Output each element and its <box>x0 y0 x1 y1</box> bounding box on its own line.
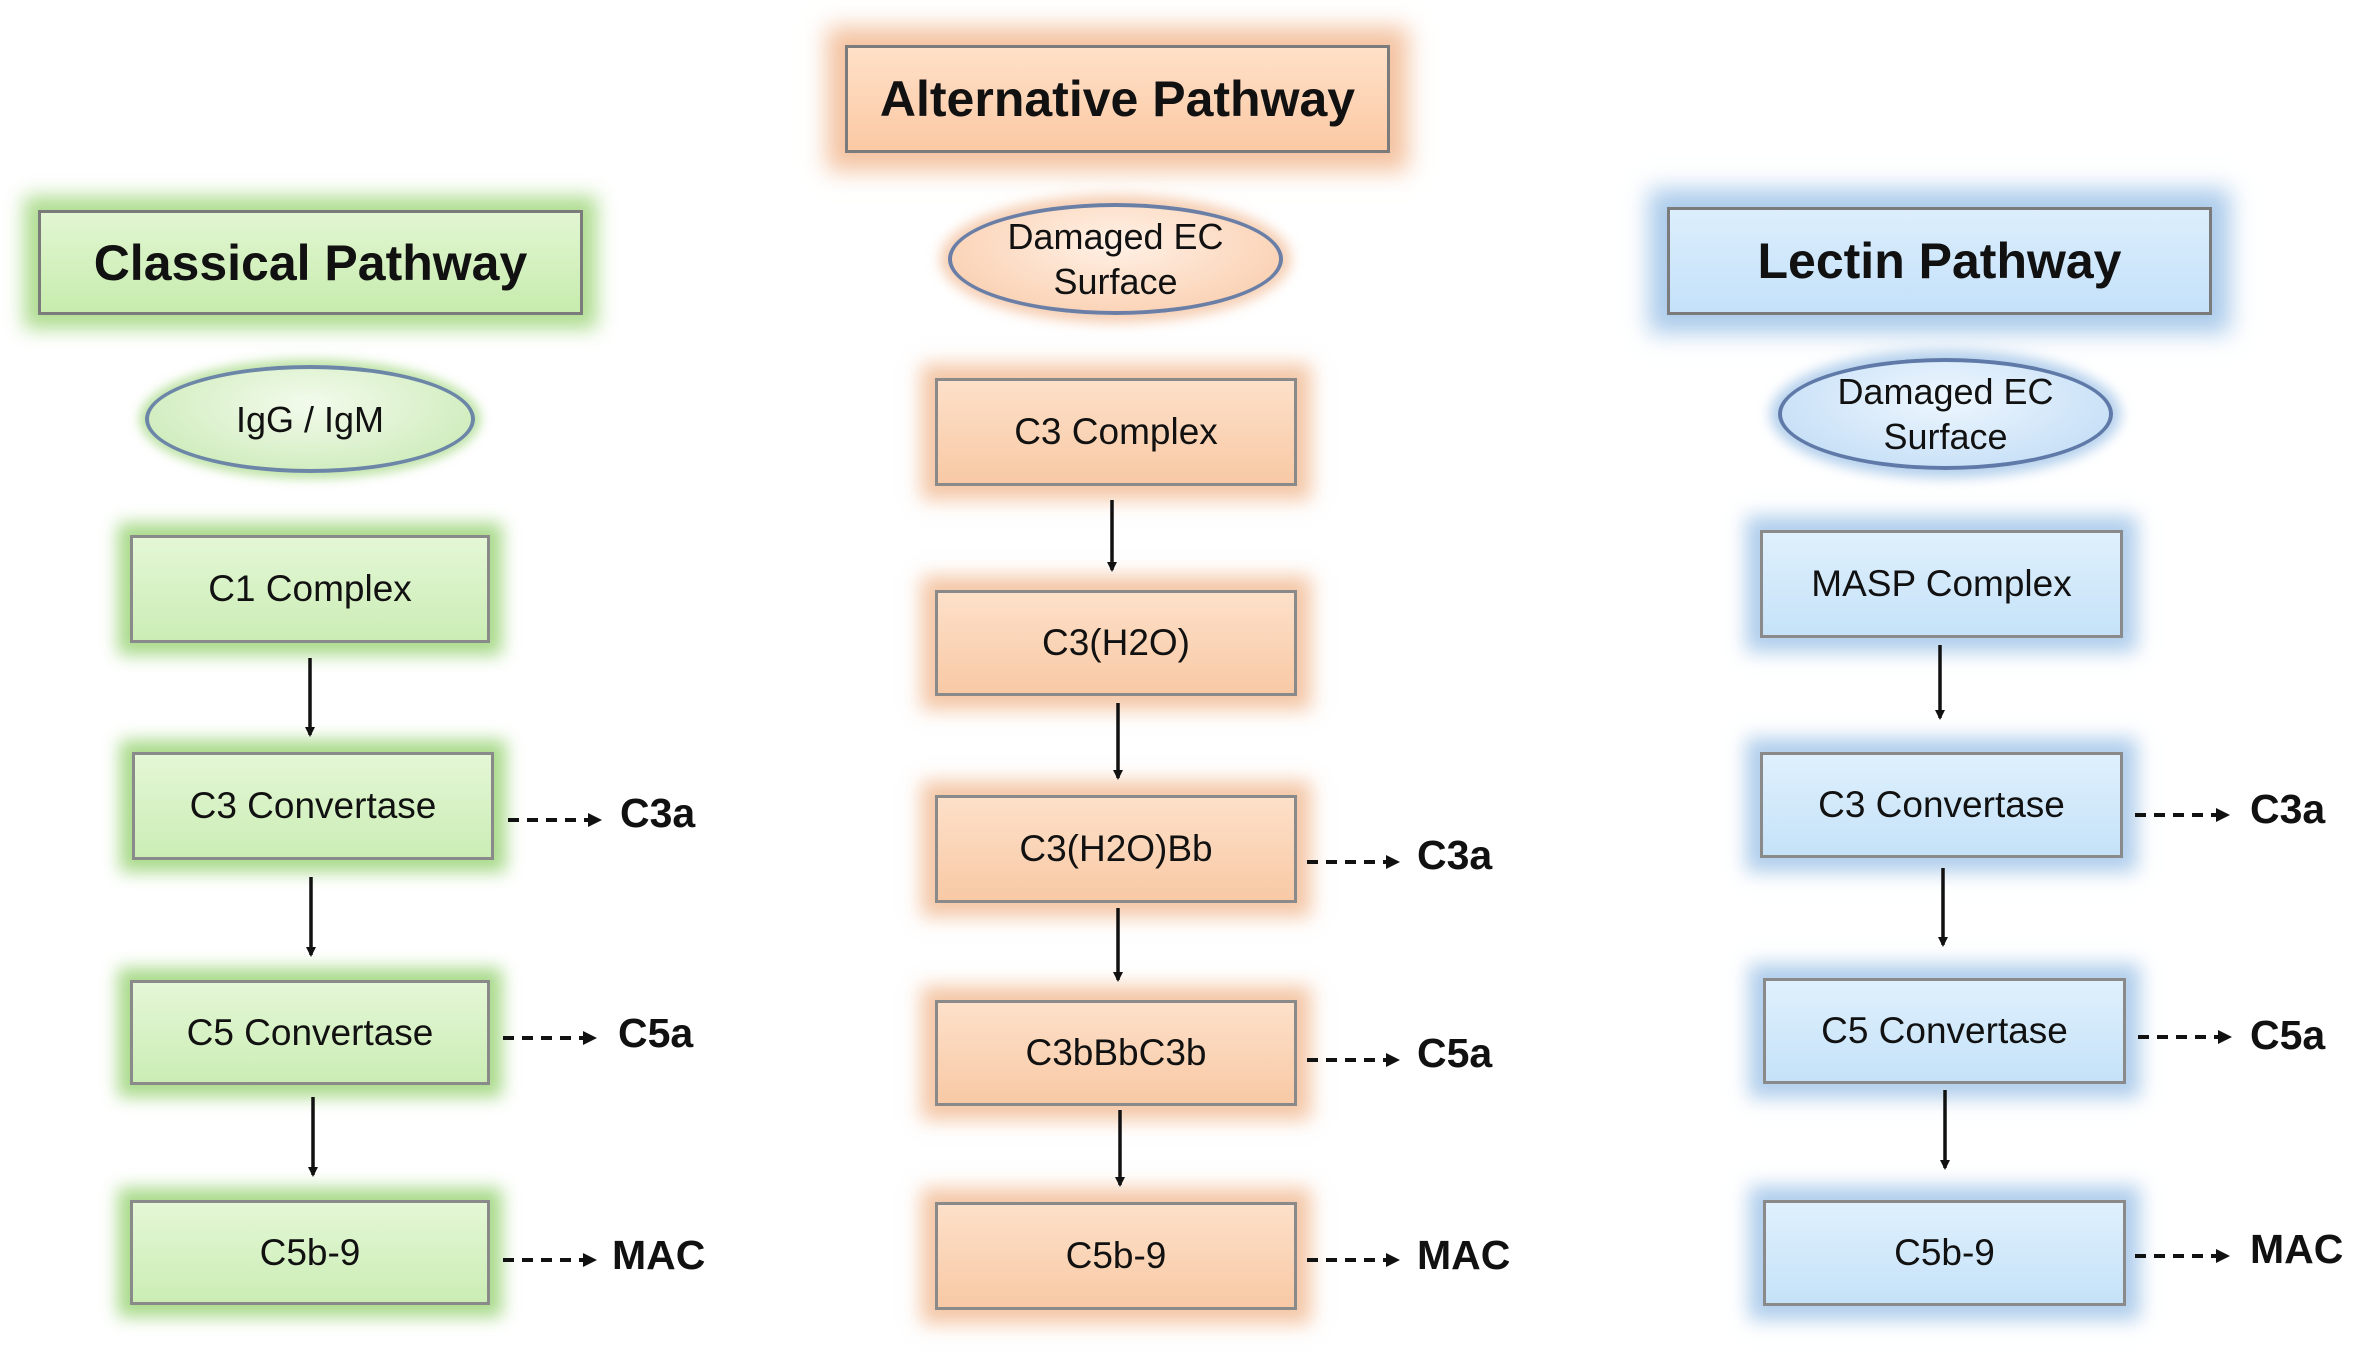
classical-product-c3a: C3a <box>620 790 696 836</box>
classical-step-c5-convertase: C5 Convertase <box>130 980 490 1085</box>
classical-step-c3-convertase: C3 Convertase <box>132 752 494 860</box>
alternative-step-c3-h2o: C3(H2O) <box>935 590 1297 696</box>
lectin-step-c5b-9: C5b-9 <box>1763 1200 2126 1306</box>
classical-product-c5a: C5a <box>618 1010 694 1056</box>
classical-trigger-oval: IgG / IgM <box>145 365 475 473</box>
lectin-pathway-title: Lectin Pathway <box>1667 207 2212 315</box>
alternative-step-c3bbbc3b: C3bBbC3b <box>935 1000 1297 1106</box>
alternative-pathway-title: Alternative Pathway <box>845 45 1390 153</box>
classical-pathway-title: Classical Pathway <box>38 210 583 315</box>
lectin-product-c5a: C5a <box>2250 1012 2326 1058</box>
lectin-trigger-oval: Damaged EC Surface <box>1778 358 2113 470</box>
alternative-trigger-oval: Damaged EC Surface <box>948 203 1283 315</box>
lectin-product-mac: MAC <box>2250 1226 2344 1272</box>
alternative-step-c3-complex: C3 Complex <box>935 378 1297 486</box>
alternative-step-c3-h2o-bb: C3(H2O)Bb <box>935 795 1297 903</box>
alternative-step-c5b-9: C5b-9 <box>935 1202 1297 1310</box>
lectin-product-c3a: C3a <box>2250 786 2326 832</box>
alternative-product-c5a: C5a <box>1417 1030 1493 1076</box>
alternative-product-c3a: C3a <box>1417 832 1493 878</box>
classical-step-c5b-9: C5b-9 <box>130 1200 490 1305</box>
classical-step-c1-complex: C1 Complex <box>130 535 490 643</box>
alternative-product-mac: MAC <box>1417 1232 1511 1278</box>
lectin-step-c3-convertase: C3 Convertase <box>1760 752 2123 858</box>
lectin-step-c5-convertase: C5 Convertase <box>1763 978 2126 1084</box>
lectin-step-masp-complex: MASP Complex <box>1760 530 2123 638</box>
classical-product-mac: MAC <box>612 1232 706 1278</box>
